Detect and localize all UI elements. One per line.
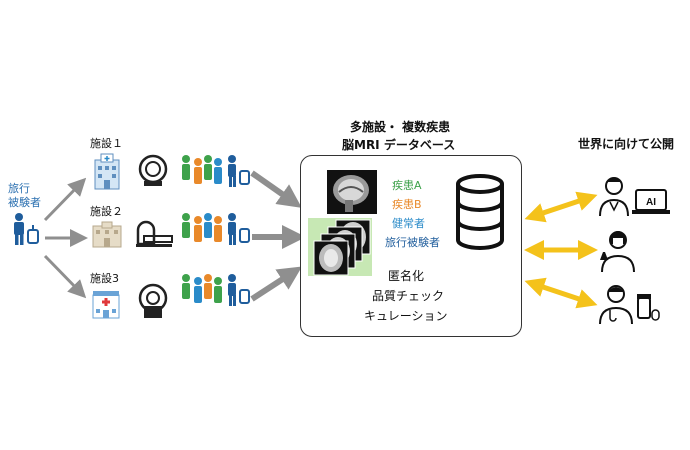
input-arrows <box>43 177 88 299</box>
office-building-icon <box>92 221 122 248</box>
traveler-icon <box>14 213 39 245</box>
doctor-with-medicine-icon <box>599 285 660 325</box>
facility-1-label: 施設１ <box>90 137 123 150</box>
patient-group-icon-2 <box>182 213 250 245</box>
patient-group-icon-3 <box>182 274 250 306</box>
collection-arrows <box>250 170 306 302</box>
clinic-building-icon <box>92 291 120 319</box>
legend-healthy: 健常者 <box>392 217 425 230</box>
database-title-line1: 多施設・ 複数疾患 <box>350 120 451 134</box>
scanner-bed-icon <box>138 283 168 318</box>
publish-title: 世界に向けて公開 <box>578 137 675 151</box>
sagittal-mri-image <box>325 168 379 216</box>
traveler-label-line2: 被験者 <box>8 196 41 209</box>
facility-3-label: 施設3 <box>90 272 119 285</box>
mri-scanner-icon <box>138 154 168 186</box>
ai-label: AI <box>646 197 656 208</box>
sharing-arrows <box>524 191 598 309</box>
facility-2-label: 施設２ <box>90 205 123 218</box>
researcher-with-ai-computer-icon: AI <box>599 177 670 217</box>
legend-traveler: 旅行被験者 <box>385 236 440 249</box>
legend-disease-b: 疾患B <box>392 198 422 211</box>
database-title-line2: 脳MRI データベース <box>342 138 456 152</box>
lab-scientist-icon <box>600 231 635 273</box>
patient-group-icon-1 <box>182 155 250 187</box>
traveler-label-line1: 旅行 <box>8 182 30 195</box>
legend-disease-a: 疾患A <box>392 179 422 192</box>
process-quality-check: 品質チェック <box>372 289 445 303</box>
process-anonymize: 匿名化 <box>388 269 425 283</box>
database-icon <box>456 174 504 250</box>
axial-mri-stack <box>313 219 371 276</box>
process-curation: キュレーション <box>364 309 448 323</box>
hospital-building-icon <box>94 153 120 190</box>
ct-scanner-icon <box>136 220 173 247</box>
